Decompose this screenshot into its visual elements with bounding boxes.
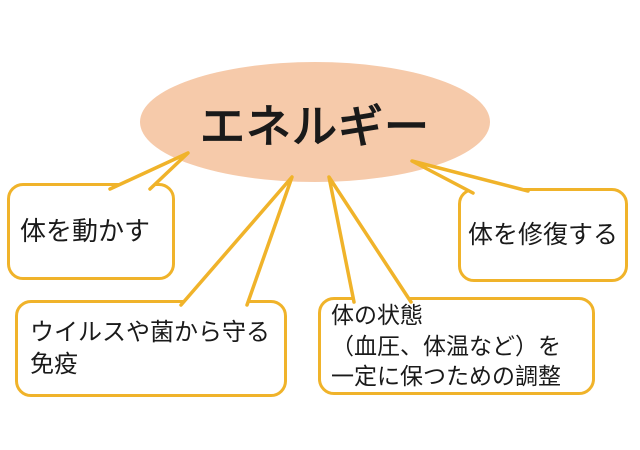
callout-repair-body-label: 体を修復する xyxy=(467,220,618,249)
callout-repair-body: 体を修復する xyxy=(458,188,628,282)
callout-immunity: ウイルスや菌から守る 免疫 xyxy=(15,300,287,397)
callout-move-body-label: 体を動かす xyxy=(20,216,151,247)
energy-ellipse xyxy=(140,62,490,182)
energy-label: エネルギー xyxy=(199,101,430,152)
callout-move-body: 体を動かす xyxy=(7,183,175,280)
callout-regulation-label: 体の状態 （血圧、体温など）を 一定に保つための調整 xyxy=(331,302,561,390)
callout-regulation: 体の状態 （血圧、体温など）を 一定に保つための調整 xyxy=(318,297,595,395)
callout-immunity-label: ウイルスや菌から守る 免疫 xyxy=(30,318,270,378)
